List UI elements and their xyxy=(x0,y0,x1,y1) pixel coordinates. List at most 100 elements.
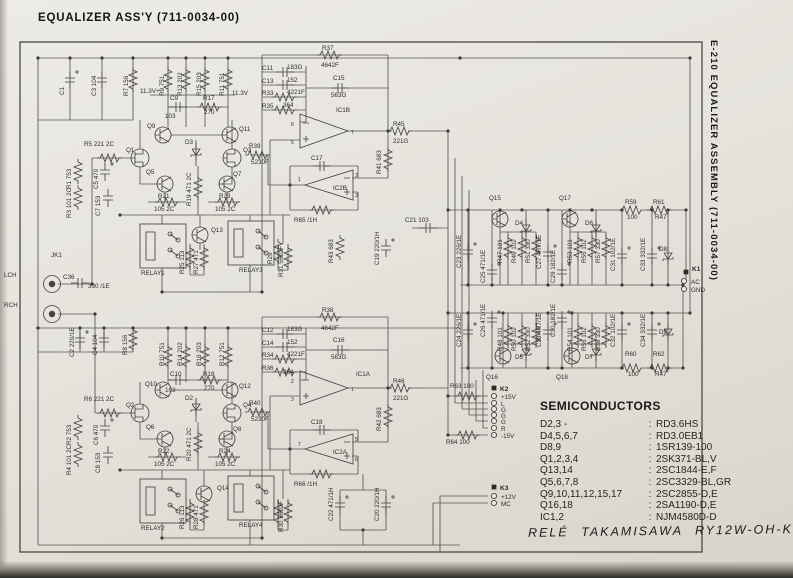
component-label: R2 753 xyxy=(66,424,73,445)
symbol-cap-v xyxy=(99,331,109,349)
symbol-ecap xyxy=(463,322,477,341)
component-label: R35 xyxy=(262,103,274,110)
component-label: Q18 xyxy=(556,374,568,381)
component-label: IC1B xyxy=(336,107,350,114)
symbol-cap-h xyxy=(276,329,294,339)
junction-dot xyxy=(681,283,685,287)
junction-dot xyxy=(520,208,524,212)
junction-dot xyxy=(666,311,670,315)
junction-dot xyxy=(90,282,94,286)
component-label: JK1 xyxy=(51,252,62,259)
symbol-ecap xyxy=(557,262,571,281)
component-label: D2 xyxy=(185,395,194,402)
symbol-zener xyxy=(520,219,532,237)
junction-dot xyxy=(546,366,550,370)
symbol-res-v xyxy=(72,442,84,467)
component-label: IC1A xyxy=(356,371,371,378)
symbol-jack xyxy=(43,275,61,293)
symbol-res-v xyxy=(180,344,192,369)
connector-name: K1 xyxy=(692,266,701,273)
junction-dot xyxy=(688,311,692,315)
connector-pin xyxy=(490,431,498,439)
junction-dot xyxy=(100,56,104,60)
symbol-ecap xyxy=(100,418,114,437)
component-label: 270 xyxy=(204,109,215,116)
symbol-res-h xyxy=(155,196,180,208)
junction-dot xyxy=(560,366,564,370)
symbol-res-h xyxy=(619,362,644,374)
component-label: C29 182/1E xyxy=(550,250,557,283)
component-label: 330 /1E xyxy=(88,283,110,290)
junction-dot xyxy=(131,326,135,330)
symbol-res-v xyxy=(516,323,528,348)
connector-pin xyxy=(680,285,688,293)
page-title: EQUALIZER ASS'Y (711-0034-00) xyxy=(38,12,240,24)
component-label: Q16 xyxy=(486,374,498,381)
symbol-res-v xyxy=(600,323,612,348)
connector-pin-label: AC xyxy=(691,279,700,286)
component-label: RELAY2 xyxy=(141,525,165,532)
connector-pin xyxy=(490,405,498,413)
component-label: Q14 xyxy=(217,485,229,492)
component-label: R41 683 xyxy=(376,150,383,174)
symbol-res-v xyxy=(382,404,394,429)
symbol-res-h xyxy=(272,91,297,103)
component-label: R7 156 xyxy=(123,75,130,96)
symbol-res-v xyxy=(586,323,598,348)
component-label: R33 xyxy=(262,90,274,97)
component-label: R60 xyxy=(625,351,637,358)
connector-terminal xyxy=(491,484,497,490)
component-label: 364 xyxy=(283,369,294,376)
junction-dot xyxy=(288,183,292,187)
semiconductor-ref: Q16,18 xyxy=(540,500,573,512)
component-label: 5 xyxy=(291,140,294,146)
symbol-zener xyxy=(190,143,202,161)
symbol-ecap xyxy=(487,262,501,281)
symbol-res-h xyxy=(215,196,240,208)
symbol-res-v xyxy=(127,327,139,352)
component-label: 11.3V+ xyxy=(140,88,160,95)
symbol-layer xyxy=(43,49,674,525)
symbol-ecap xyxy=(381,238,395,257)
component-label: R53 101 xyxy=(567,239,574,263)
connector-pin xyxy=(680,277,688,285)
symbol-relay xyxy=(139,223,187,269)
component-label: C18 xyxy=(311,419,323,426)
symbol-cap-v xyxy=(97,71,107,89)
component-label: RELAY4 xyxy=(239,522,263,529)
symbol-npn xyxy=(221,126,239,144)
symbol-ecap xyxy=(463,242,477,261)
semiconductor-part-number: 1SR139-100 xyxy=(656,442,713,454)
component-label: C26 471/1E xyxy=(480,304,487,337)
component-label: R5 221 2C xyxy=(84,141,115,148)
separator: : xyxy=(648,453,652,465)
component-label: Q11 xyxy=(239,126,251,133)
junction-dot xyxy=(160,290,164,294)
symbol-res-v xyxy=(199,67,211,92)
symbol-res-h xyxy=(272,104,297,116)
component-label: R56 102 xyxy=(581,327,588,351)
semiconductor-row: Q13,14:2SC1844-E,F xyxy=(540,465,792,477)
component-label: 105 2C xyxy=(215,206,236,213)
connector-pin-label: +12V xyxy=(501,494,517,501)
separator: : xyxy=(648,500,652,512)
component-label: 11.3V xyxy=(232,90,249,97)
component-label: R43 683 xyxy=(328,239,335,263)
component-label: R36 xyxy=(262,365,274,372)
symbol-cap-h xyxy=(419,223,437,233)
component-label: Q13 xyxy=(211,227,223,234)
symbol-res-h xyxy=(387,382,412,394)
symbol-ecap xyxy=(557,310,571,329)
symbol-ecap xyxy=(543,244,557,263)
symbol-zener xyxy=(190,398,202,416)
symbol-zener xyxy=(662,247,674,265)
symbol-res-h xyxy=(317,49,342,61)
symbol-res-v xyxy=(530,235,542,260)
component-label: R40 xyxy=(249,400,261,407)
junction-dot xyxy=(184,56,188,60)
component-label: 1 xyxy=(351,387,354,393)
component-label: 103 xyxy=(165,387,176,394)
symbol-res-v xyxy=(184,500,196,525)
